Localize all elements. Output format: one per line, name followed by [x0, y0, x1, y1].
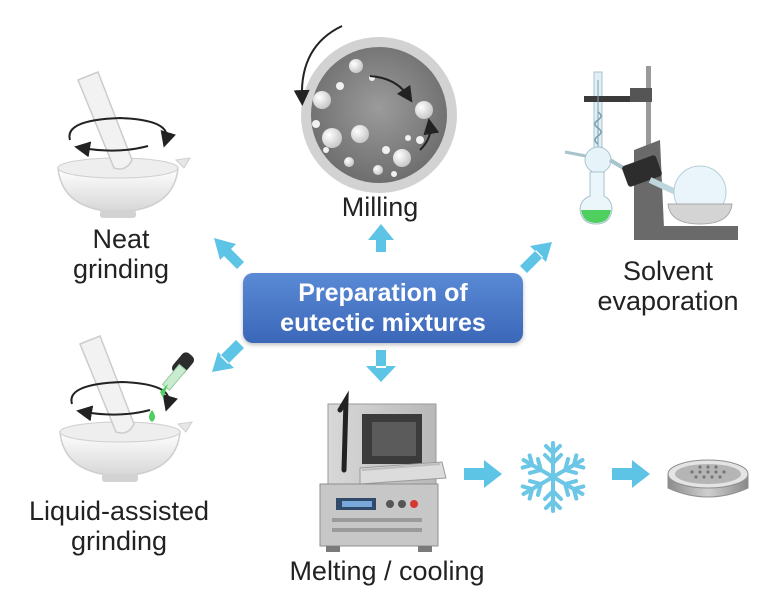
title-line-1: Preparation of: [298, 279, 468, 307]
snowflake-icon: [517, 441, 589, 513]
arrow-to-solvent-evaporation: [520, 242, 552, 273]
mortar-pestle-icon: [57, 71, 191, 218]
mortar-pestle-liquid-icon: [59, 335, 193, 482]
rotary-evaporator-icon: [564, 66, 738, 240]
label-neat-grinding-line-1: Neat: [92, 224, 150, 254]
furnace-icon: [319, 390, 447, 552]
sieve-icon: [667, 459, 749, 498]
arrow-furnace-to-snowflake: [464, 460, 502, 488]
label-solvent-evaporation-line-2: evaporation: [597, 286, 739, 316]
label-neat-grinding: Neat grinding: [56, 224, 186, 284]
ball-mill-icon: [293, 25, 457, 193]
label-solvent-evaporation: Solvent evaporation: [578, 256, 758, 316]
arrow-to-melting-cooling: [366, 350, 396, 382]
label-liquid-assisted-grinding-line-1: Liquid-assisted: [28, 496, 210, 526]
label-liquid-assisted-grinding: Liquid-assisted grinding: [8, 496, 230, 556]
arrow-to-liquid-assisted-grinding: [212, 340, 244, 372]
label-liquid-assisted-grinding-line-2: grinding: [70, 526, 168, 556]
dropper-icon: [149, 352, 195, 422]
arrow-snowflake-to-sieve: [612, 460, 650, 488]
title-box: Preparation of eutectic mixtures: [243, 273, 523, 343]
arrow-to-milling: [368, 224, 394, 252]
label-solvent-evaporation-line-1: Solvent: [622, 256, 714, 286]
label-milling: Milling: [341, 192, 419, 222]
label-melting-cooling: Melting / cooling: [289, 556, 485, 586]
label-neat-grinding-line-2: grinding: [72, 254, 170, 284]
arrow-to-neat-grinding: [214, 238, 244, 269]
title-line-2: eutectic mixtures: [280, 309, 486, 337]
